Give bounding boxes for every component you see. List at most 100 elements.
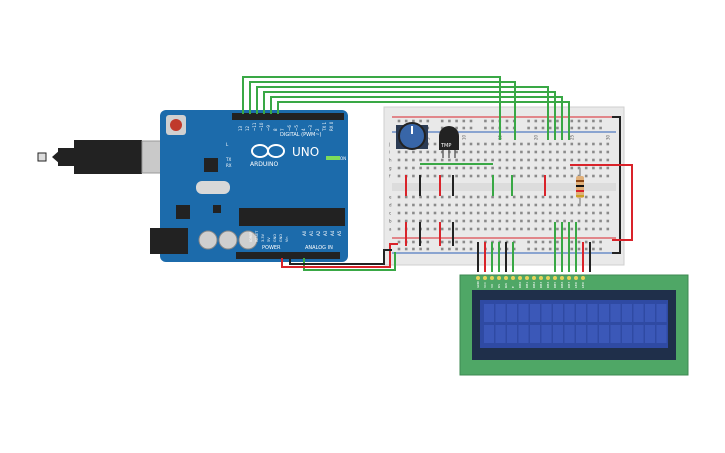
- breadboard-hole[interactable]: [512, 227, 516, 231]
- breadboard-hole[interactable]: [563, 150, 566, 154]
- breadboard-hole[interactable]: [397, 150, 401, 154]
- breadboard-hole[interactable]: [570, 158, 574, 162]
- breadboard-hole[interactable]: [520, 227, 523, 231]
- breadboard-hole[interactable]: [592, 142, 595, 146]
- breadboard-hole[interactable]: [448, 211, 451, 215]
- breadboard-hole[interactable]: [520, 150, 523, 154]
- rail-hole[interactable]: [404, 119, 408, 123]
- rail-hole[interactable]: [448, 247, 451, 251]
- lcd-pin[interactable]: [581, 276, 585, 280]
- breadboard-hole[interactable]: [592, 203, 595, 207]
- breadboard-hole[interactable]: [412, 150, 415, 154]
- rail-hole[interactable]: [548, 247, 552, 251]
- breadboard-hole[interactable]: [570, 174, 574, 178]
- rail-hole[interactable]: [440, 247, 444, 251]
- breadboard-hole[interactable]: [462, 219, 466, 223]
- breadboard-hole[interactable]: [563, 219, 566, 223]
- rail-hole[interactable]: [527, 126, 530, 130]
- breadboard-hole[interactable]: [599, 142, 602, 146]
- breadboard-hole[interactable]: [520, 166, 523, 170]
- breadboard-hole[interactable]: [440, 219, 444, 223]
- breadboard-hole[interactable]: [527, 142, 530, 146]
- breadboard-hole[interactable]: [606, 174, 610, 178]
- breadboard-hole[interactable]: [491, 203, 494, 207]
- rail-hole[interactable]: [455, 240, 458, 244]
- rail-hole[interactable]: [527, 240, 530, 244]
- breadboard-hole[interactable]: [570, 211, 574, 215]
- breadboard-hole[interactable]: [433, 219, 437, 223]
- breadboard-hole[interactable]: [476, 219, 480, 223]
- breadboard-hole[interactable]: [541, 142, 545, 146]
- lcd-pin[interactable]: [539, 276, 543, 280]
- breadboard-hole[interactable]: [476, 211, 480, 215]
- rail-hole[interactable]: [599, 126, 602, 130]
- breadboard-hole[interactable]: [512, 211, 516, 215]
- rail-hole[interactable]: [527, 247, 530, 251]
- breadboard-hole[interactable]: [599, 211, 602, 215]
- breadboard-hole[interactable]: [476, 203, 480, 207]
- breadboard-hole[interactable]: [556, 227, 559, 231]
- breadboard-hole[interactable]: [599, 174, 602, 178]
- breadboard-hole[interactable]: [570, 142, 574, 146]
- breadboard-hole[interactable]: [404, 195, 408, 199]
- breadboard-hole[interactable]: [563, 227, 566, 231]
- breadboard-hole[interactable]: [570, 227, 574, 231]
- breadboard-hole[interactable]: [397, 158, 401, 162]
- breadboard-hole[interactable]: [584, 195, 588, 199]
- breadboard-hole[interactable]: [520, 195, 523, 199]
- rail-hole[interactable]: [556, 247, 559, 251]
- breadboard-hole[interactable]: [462, 142, 466, 146]
- breadboard-hole[interactable]: [419, 195, 422, 199]
- breadboard-hole[interactable]: [448, 219, 451, 223]
- breadboard-hole[interactable]: [455, 166, 458, 170]
- breadboard-hole[interactable]: [541, 211, 545, 215]
- breadboard-hole[interactable]: [484, 195, 487, 199]
- breadboard-hole[interactable]: [512, 150, 516, 154]
- rail-hole[interactable]: [592, 247, 595, 251]
- rail-hole[interactable]: [455, 126, 458, 130]
- breadboard-hole[interactable]: [606, 219, 610, 223]
- breadboard-hole[interactable]: [469, 142, 473, 146]
- breadboard-hole[interactable]: [520, 158, 523, 162]
- breadboard-hole[interactable]: [527, 150, 530, 154]
- rail-hole[interactable]: [541, 126, 545, 130]
- breadboard-hole[interactable]: [426, 158, 430, 162]
- breadboard-hole[interactable]: [556, 219, 559, 223]
- breadboard-hole[interactable]: [527, 195, 530, 199]
- rail-hole[interactable]: [592, 240, 595, 244]
- breadboard-hole[interactable]: [548, 227, 552, 231]
- breadboard-hole[interactable]: [563, 203, 566, 207]
- breadboard-hole[interactable]: [412, 195, 415, 199]
- breadboard-hole[interactable]: [491, 166, 494, 170]
- breadboard-hole[interactable]: [584, 158, 588, 162]
- breadboard-hole[interactable]: [548, 158, 552, 162]
- breadboard-hole[interactable]: [476, 195, 480, 199]
- breadboard-hole[interactable]: [592, 211, 595, 215]
- breadboard-hole[interactable]: [397, 203, 401, 207]
- breadboard-hole[interactable]: [469, 150, 473, 154]
- breadboard-hole[interactable]: [512, 142, 516, 146]
- breadboard-hole[interactable]: [469, 227, 473, 231]
- rail-hole[interactable]: [426, 247, 430, 251]
- breadboard-hole[interactable]: [505, 203, 509, 207]
- rail-hole[interactable]: [599, 240, 602, 244]
- breadboard-hole[interactable]: [599, 158, 602, 162]
- rail-hole[interactable]: [592, 119, 595, 123]
- lcd-pin[interactable]: [553, 276, 557, 280]
- lcd-pin[interactable]: [525, 276, 529, 280]
- breadboard-hole[interactable]: [592, 227, 595, 231]
- breadboard-hole[interactable]: [498, 174, 502, 178]
- breadboard-hole[interactable]: [462, 166, 466, 170]
- rail-hole[interactable]: [548, 119, 552, 123]
- breadboard-hole[interactable]: [584, 203, 588, 207]
- breadboard-hole[interactable]: [498, 211, 502, 215]
- breadboard-hole[interactable]: [606, 142, 610, 146]
- breadboard-hole[interactable]: [455, 174, 458, 178]
- lcd-pin[interactable]: [511, 276, 515, 280]
- rail-hole[interactable]: [570, 247, 574, 251]
- breadboard-hole[interactable]: [491, 211, 494, 215]
- breadboard-hole[interactable]: [440, 203, 444, 207]
- rail-hole[interactable]: [397, 247, 401, 251]
- breadboard-hole[interactable]: [433, 150, 437, 154]
- breadboard-hole[interactable]: [498, 227, 502, 231]
